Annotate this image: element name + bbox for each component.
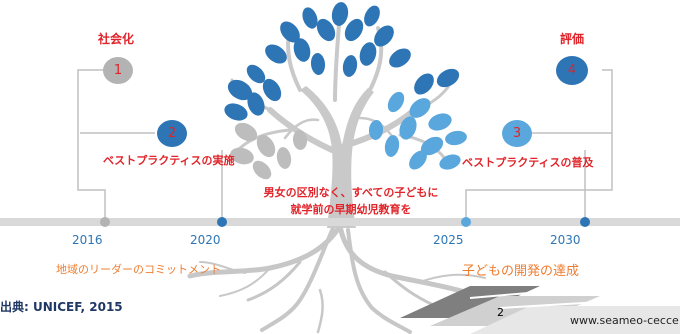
- right-note: 子どもの開発の達成: [462, 264, 580, 279]
- year-2016: 2016: [72, 233, 103, 247]
- tree-caption-line-1: 男女の区別なく、すべての子どもに: [263, 186, 439, 199]
- milestone-2-circle: 2: [157, 120, 187, 147]
- connector-3: [465, 133, 613, 222]
- year-2025: 2025: [433, 233, 464, 247]
- year-2020: 2020: [190, 233, 221, 247]
- milestone-1-circle: 1: [103, 57, 133, 84]
- timeline-dot-2025: [461, 217, 471, 227]
- milestone-3-circle: 3: [502, 120, 532, 147]
- timeline-dot-2020: [217, 217, 227, 227]
- tree-leaves-gray: [230, 122, 308, 180]
- slide-number: 2: [497, 306, 504, 319]
- website[interactable]: www.seameo-cecce: [570, 314, 679, 327]
- timeline-dot-2016: [100, 217, 110, 227]
- tree-caption: 男女の区別なく、すべての子どもに 就学前の早期幼児教育を: [246, 184, 456, 218]
- tree-leaves-light: [368, 91, 467, 170]
- tree-roots: [187, 223, 486, 334]
- milestone-2-label: ベストプラクティスの実施: [103, 154, 235, 167]
- footer-stripes: [400, 286, 680, 334]
- tree-leaves-dark: [224, 2, 460, 121]
- source-credit: 出典: UNICEF, 2015: [0, 300, 123, 314]
- timeline-bar: [0, 218, 680, 226]
- year-2030: 2030: [550, 233, 581, 247]
- milestone-3-label: ベストプラクティスの普及: [462, 156, 594, 169]
- milestone-1-label: 社会化: [98, 32, 135, 46]
- milestone-4-label: 評価: [560, 32, 585, 46]
- tree-trunk: [300, 86, 374, 228]
- timeline-dot-2030: [580, 217, 590, 227]
- left-note: 地域のリーダーのコミットメント: [56, 263, 221, 276]
- tree-caption-line-2: 就学前の早期幼児教育を: [290, 203, 412, 216]
- connector-4: [532, 69, 613, 134]
- connector-1: [77, 69, 106, 222]
- milestone-4-circle: 4: [556, 56, 588, 85]
